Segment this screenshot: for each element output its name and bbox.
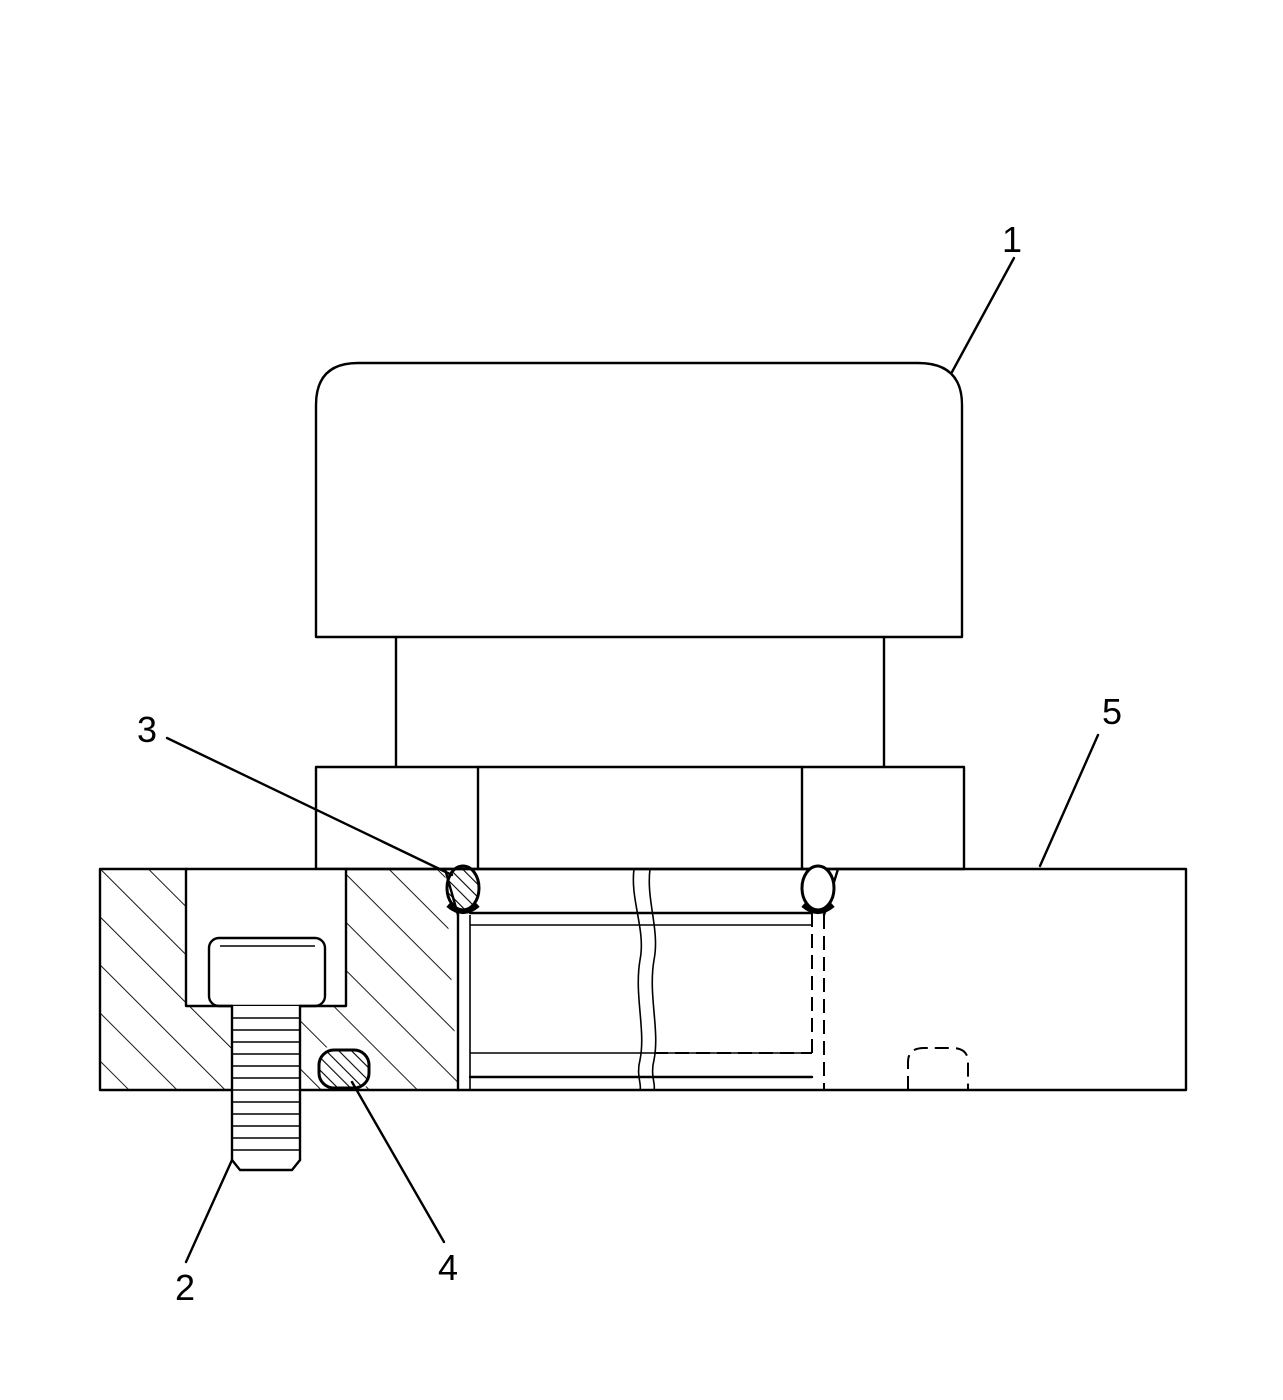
- mounting-screw: [207, 936, 327, 1172]
- callout-3: 3: [137, 709, 157, 750]
- lower-o-ring: [317, 1048, 371, 1090]
- callout-4: 4: [438, 1247, 458, 1288]
- cap: [314, 361, 966, 871]
- leader-lines: [165, 256, 1100, 1264]
- callout-1: 1: [1002, 219, 1022, 260]
- base-block: [98, 867, 1188, 1092]
- upper-o-ring: [445, 864, 836, 914]
- callout-labels: 1 2 3 4 5: [137, 219, 1122, 1308]
- callout-5: 5: [1102, 691, 1122, 732]
- callout-2: 2: [175, 1267, 195, 1308]
